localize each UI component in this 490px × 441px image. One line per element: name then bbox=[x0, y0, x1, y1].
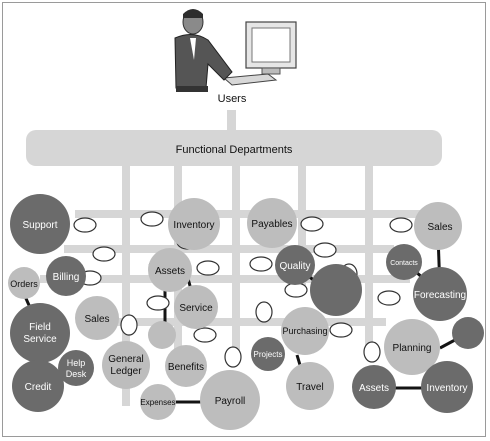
connector bbox=[140, 211, 164, 227]
unlabeled-node-3 bbox=[452, 317, 484, 349]
keyboard bbox=[222, 73, 278, 86]
bus-horizontal-2 bbox=[64, 245, 394, 253]
label-support: Support bbox=[22, 220, 57, 231]
expenses-node bbox=[140, 384, 176, 420]
quality-node bbox=[275, 245, 315, 285]
connector bbox=[92, 246, 116, 262]
connector bbox=[120, 314, 138, 336]
connector bbox=[146, 295, 170, 311]
label-inventory-right: Inventory bbox=[426, 383, 467, 394]
label-purchasing: Purchasing bbox=[282, 326, 327, 336]
bus-horizontal-4 bbox=[96, 318, 386, 326]
label-assets-right: Assets bbox=[359, 383, 389, 394]
general-ledger-node bbox=[102, 341, 150, 389]
label-credit: Credit bbox=[25, 382, 52, 393]
connector bbox=[313, 242, 337, 258]
label-projects: Projects bbox=[254, 350, 283, 359]
inventory-top-node bbox=[168, 198, 220, 250]
connector bbox=[389, 217, 413, 233]
payroll-node bbox=[200, 370, 260, 430]
label-assets-mid: Assets bbox=[155, 266, 185, 277]
payables-node bbox=[247, 198, 297, 248]
connector bbox=[300, 216, 324, 232]
credit-node bbox=[12, 360, 64, 412]
connector bbox=[284, 282, 308, 298]
connector bbox=[73, 217, 97, 233]
label-planning: Planning bbox=[393, 343, 432, 354]
label-billing: Billing bbox=[53, 272, 80, 283]
help-desk-node bbox=[58, 350, 94, 386]
bus-vertical-5 bbox=[365, 166, 373, 346]
person-hair bbox=[183, 9, 203, 18]
person-collar bbox=[190, 38, 196, 60]
unlabeled-node-2 bbox=[148, 321, 176, 349]
planning-node bbox=[384, 319, 440, 375]
sales-left-node bbox=[75, 296, 119, 340]
sales-right-node bbox=[414, 202, 462, 250]
field-service-node bbox=[10, 303, 70, 363]
functional-departments-label: Functional Departments bbox=[176, 144, 293, 156]
bus-vertical-3 bbox=[232, 166, 240, 356]
label-payables: Payables bbox=[251, 219, 292, 230]
label-payroll: Payroll bbox=[215, 396, 246, 407]
connector bbox=[329, 322, 353, 338]
monitor-screen bbox=[251, 27, 291, 63]
travel-node bbox=[286, 362, 334, 410]
monitor-stand bbox=[261, 67, 281, 75]
label-expenses: Expenses bbox=[140, 398, 175, 407]
assets-mid-node bbox=[148, 248, 192, 292]
benefits-node bbox=[165, 345, 207, 387]
label-service: Service bbox=[179, 303, 213, 314]
person-body bbox=[174, 34, 233, 89]
connector bbox=[193, 327, 217, 343]
person-legs bbox=[176, 86, 208, 92]
label-contacts: Contacts bbox=[390, 260, 418, 267]
forecasting-node bbox=[413, 267, 467, 321]
connector bbox=[196, 260, 220, 276]
support-node bbox=[10, 194, 70, 254]
label-sales-right: Sales bbox=[427, 222, 452, 233]
label-orders: Orders bbox=[10, 279, 38, 289]
inventory-right-node bbox=[421, 361, 473, 413]
connector bbox=[377, 290, 401, 306]
node-labels: Support Inventory Payables Sales Billing… bbox=[10, 219, 467, 407]
service-node bbox=[174, 285, 218, 329]
functional-departments-bar bbox=[26, 130, 442, 166]
projects-node bbox=[251, 337, 285, 371]
label-forecasting: Forecasting bbox=[414, 290, 466, 301]
users-label: Users bbox=[218, 93, 247, 105]
label-travel: Travel bbox=[296, 382, 323, 393]
label-sales-left: Sales bbox=[84, 314, 109, 325]
connector bbox=[249, 256, 273, 272]
label-quality: Quality bbox=[279, 261, 310, 272]
purchasing-node bbox=[281, 307, 329, 355]
connector bbox=[255, 301, 273, 323]
unlabeled-node-1 bbox=[310, 264, 362, 316]
bus-horizontal-3 bbox=[40, 275, 410, 283]
orders-node bbox=[8, 267, 40, 299]
billing-node bbox=[46, 256, 86, 296]
assets-right-node bbox=[352, 365, 396, 409]
diagram-frame bbox=[2, 2, 486, 437]
connector bbox=[224, 346, 242, 368]
users-connector bbox=[227, 110, 236, 130]
bus-vertical-1 bbox=[122, 166, 130, 406]
label-benefits: Benefits bbox=[168, 362, 204, 373]
contacts-node bbox=[386, 244, 422, 280]
connector bbox=[363, 341, 381, 363]
user-computer-illustration bbox=[174, 9, 297, 92]
label-inventory-top: Inventory bbox=[173, 220, 214, 231]
node-circles bbox=[8, 194, 484, 430]
